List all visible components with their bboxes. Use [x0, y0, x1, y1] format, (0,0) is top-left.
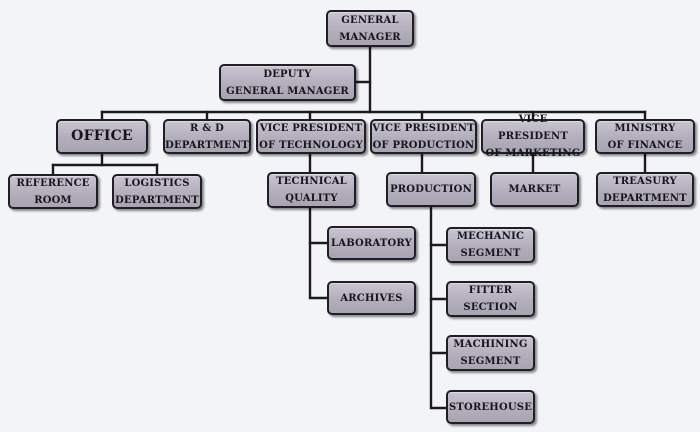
node-storehouse: STOREHOUSE — [446, 390, 535, 424]
node-treasury-department: TREASURY DEPARTMENT — [596, 172, 694, 207]
node-archives: ARCHIVES — [327, 281, 416, 315]
connector — [429, 205, 450, 410]
connector — [308, 206, 332, 300]
node-vp-technology: VICE PRESIDENT OF TECHNOLOGY — [256, 119, 366, 154]
node-market: MARKET — [490, 172, 579, 207]
node-logistics-department: LOGISTICS DEPARTMENT — [112, 174, 202, 209]
node-general-manager: GENERAL MANAGER — [326, 10, 414, 47]
node-vp-marketing: VICE PRESIDENT OF MARKETING — [481, 114, 585, 159]
node-laboratory: LABORATORY — [327, 226, 416, 260]
node-rd-department: R & D DEPARTMENT — [163, 119, 251, 154]
node-technical-quality: TECHNICAL QUALITY — [267, 172, 356, 208]
node-mechanic-segment: MECHANIC SEGMENT — [446, 227, 535, 263]
node-vp-production: VICE PRESIDENT OF PRODUCTION — [370, 119, 477, 154]
node-machining-segment: MACHINING SEGMENT — [446, 335, 535, 371]
node-deputy-general-manager: DEPUTY GENERAL MANAGER — [219, 64, 356, 101]
node-fitter-section: FITTER SECTION — [446, 281, 535, 317]
node-office: OFFICE — [56, 119, 148, 154]
node-ministry-of-finance: MINISTRY OF FINANCE — [595, 119, 695, 154]
node-production: PRODUCTION — [386, 172, 476, 207]
node-reference-room: REFERENCE ROOM — [8, 174, 98, 209]
